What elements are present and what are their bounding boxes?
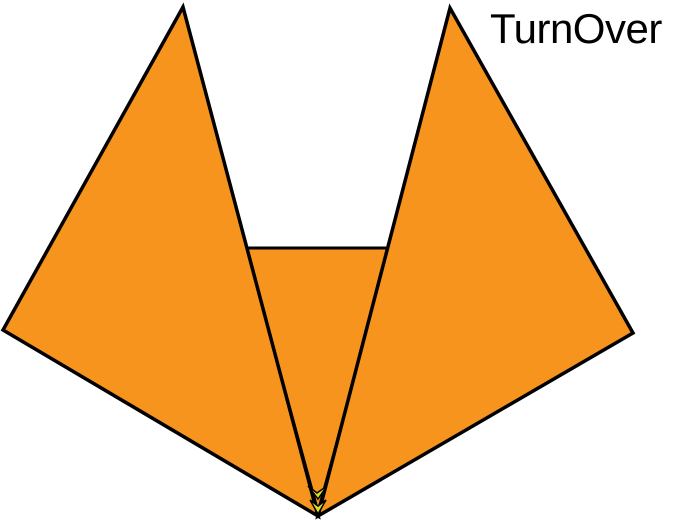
diagram-title: TurnOver [490,5,662,52]
tip-chevron-lower [309,499,327,516]
right-flap [315,3,636,520]
left-flap [0,2,321,520]
tip-chevron-upper [307,485,328,501]
